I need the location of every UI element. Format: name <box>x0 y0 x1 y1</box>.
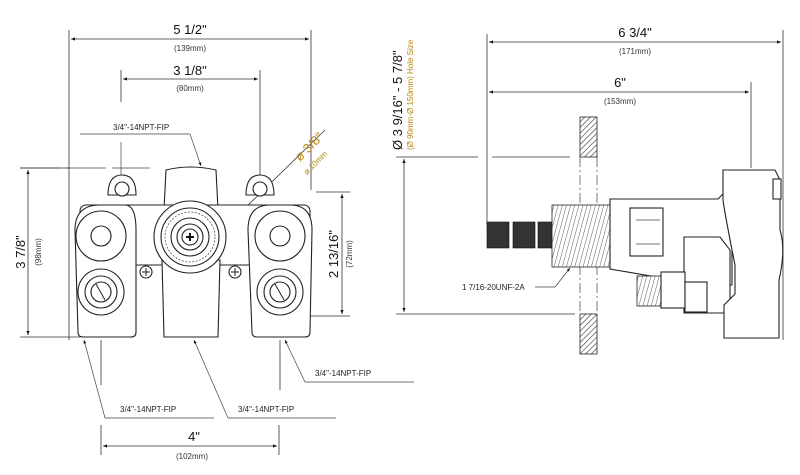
callout-bottom-center: 3/4"-14NPT-FIP <box>193 339 336 419</box>
overall-width-mm: (139mm) <box>174 44 206 53</box>
callout-bottom-left: 3/4"-14NPT-FIP <box>83 339 214 419</box>
front-view: 5 1/2" (139mm) 3 1/8" (80mm) 3/4"-14NPT-… <box>13 22 414 461</box>
overall-depth-mm: (171mm) <box>619 47 651 56</box>
dim-port-spacing-top: 3 1/8" (80mm) <box>120 63 261 175</box>
dim-overall-height: 3 7/8" (98mm) <box>13 167 80 338</box>
dim-overall-depth: 6 3/4" (171mm) <box>486 25 784 340</box>
port-spacing-top-inch: 3 1/8" <box>173 63 207 78</box>
valve-body-front <box>74 166 313 338</box>
side-view: 6 3/4" (171mm) 6" (153mm) Ø 3 9/16" - 5 … <box>390 25 784 355</box>
hole-size-mm: (Ø 90mm-Ø 150mm) Hole Size <box>406 39 415 150</box>
port-spacing-bottom-inch: 4" <box>188 429 200 444</box>
hole-size-inch: Ø 3 9/16" - 5 7/8" <box>390 50 405 150</box>
callout-bottom-right: 3/4"-14NPT-FIP <box>284 339 414 383</box>
overall-depth-inch: 6 3/4" <box>618 25 652 40</box>
dim-mount-hole: ø 3/8" ø 10mm <box>242 129 329 211</box>
callout-thread: 1 7/16-20UNF-2A <box>462 267 571 292</box>
callout-thread-text: 1 7/16-20UNF-2A <box>462 283 525 292</box>
callout-top-port: 3/4"-14NPT-FIP <box>80 123 202 167</box>
stem-depth-inch: 6" <box>614 75 626 90</box>
callout-top-text: 3/4"-14NPT-FIP <box>113 123 169 132</box>
callout-bottom-right-text: 3/4"-14NPT-FIP <box>315 369 371 378</box>
port-height-mm: (72mm) <box>345 240 354 268</box>
stem-depth-mm: (153mm) <box>604 97 636 106</box>
overall-height-mm: (98mm) <box>34 238 43 266</box>
dim-port-height: 2 13/16" (72mm) <box>283 191 354 317</box>
dim-hole-size: Ø 3 9/16" - 5 7/8" (Ø 90mm-Ø 150mm) Hole… <box>390 39 575 315</box>
overall-width-inch: 5 1/2" <box>173 22 207 37</box>
port-height-inch: 2 13/16" <box>326 230 341 278</box>
dim-stem-depth: 6" (153mm) <box>489 75 752 168</box>
port-spacing-top-mm: (80mm) <box>176 84 204 93</box>
dim-overall-width: 5 1/2" (139mm) <box>68 22 312 340</box>
overall-height-inch: 3 7/8" <box>13 235 28 269</box>
dim-port-spacing-bottom: 4" (102mm) <box>100 340 281 461</box>
callout-bottom-center-text: 3/4"-14NPT-FIP <box>238 405 294 414</box>
callout-bottom-left-text: 3/4"-14NPT-FIP <box>120 405 176 414</box>
valve-body-side <box>486 169 784 339</box>
port-spacing-bottom-mm: (102mm) <box>176 452 208 461</box>
